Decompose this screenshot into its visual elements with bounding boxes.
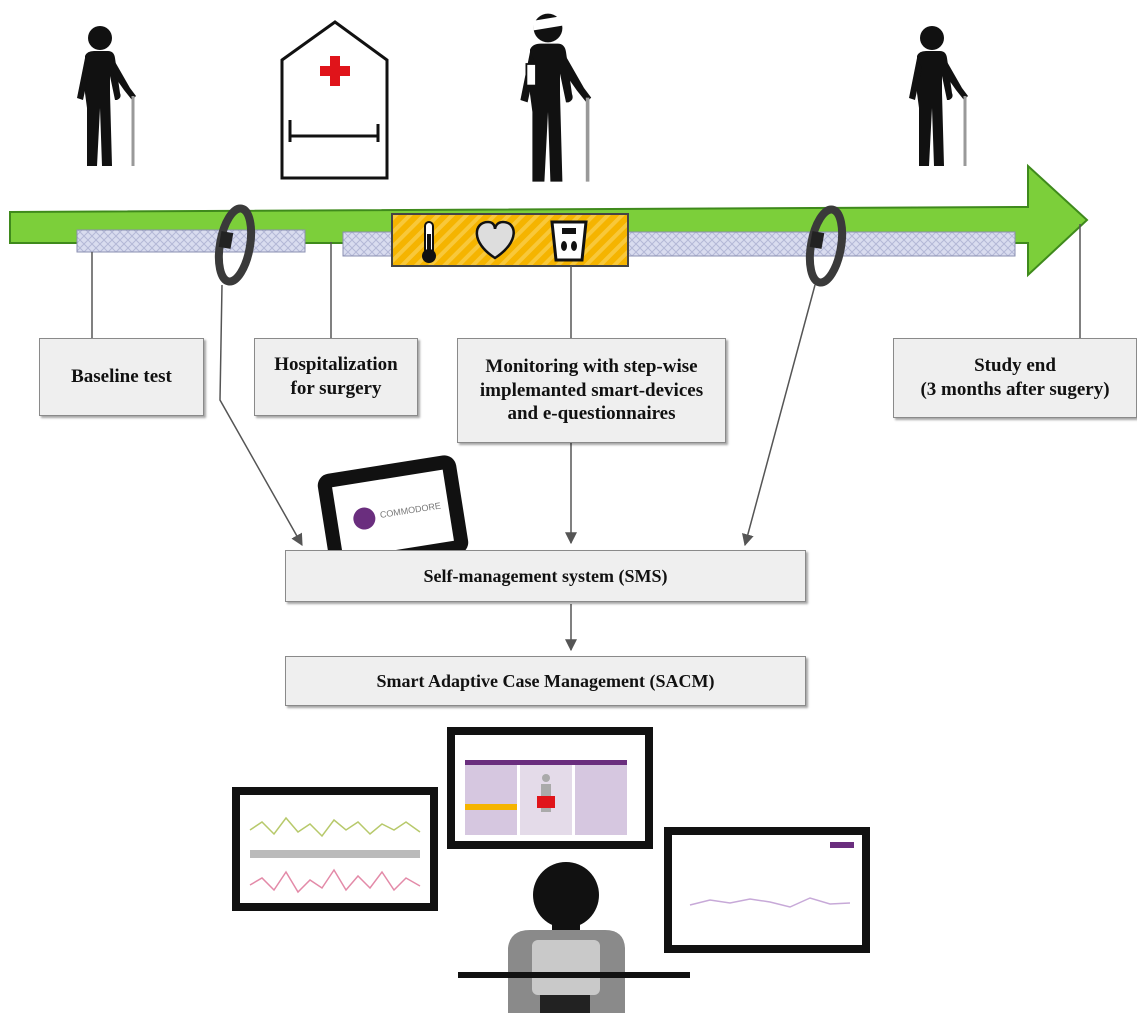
study-end-box: Study end (3 months after sugery) <box>893 338 1137 418</box>
baseline-test-box: Baseline test <box>39 338 204 416</box>
thermometer-icon <box>422 221 436 263</box>
monitoring-label-line1: Monitoring with step-wise <box>485 355 698 377</box>
baseline-phase-bar <box>76 229 306 253</box>
study-end-label-line1: Study end <box>974 355 1056 377</box>
sacm-box: Smart Adaptive Case Management (SACM) <box>285 656 806 706</box>
monitor-icon <box>664 827 870 953</box>
monitor-icon <box>232 787 438 911</box>
hospital-icon <box>280 20 389 180</box>
hospitalization-box: Hospitalization for surgery <box>254 338 418 416</box>
hospitalization-label-line1: Hospitalization <box>274 354 398 376</box>
wristband-icon <box>214 204 256 286</box>
monitoring-label-line2: implemanted smart-devices <box>479 379 704 401</box>
sacm-label: Smart Adaptive Case Management (SACM) <box>376 670 715 691</box>
patient-with-devices-icon <box>518 11 594 184</box>
clinician-icon <box>458 862 690 1013</box>
elderly-person-cane-icon <box>907 24 970 168</box>
study-end-label-line2: (3 months after sugery) <box>920 379 1110 400</box>
smart-device-bar <box>391 213 629 267</box>
flow-arrows <box>219 284 816 652</box>
monitoring-label-line3: and e-questionnaires <box>507 403 676 425</box>
heart-icon <box>475 220 515 260</box>
baseline-test-label: Baseline test <box>71 366 172 388</box>
sms-label: Self-management system (SMS) <box>423 565 668 586</box>
hospitalization-label-line2: for surgery <box>290 378 382 399</box>
wristband-icon <box>805 205 847 287</box>
scale-icon <box>550 220 588 262</box>
connector-lines <box>91 224 1081 338</box>
elderly-person-cane-icon <box>75 24 138 168</box>
monitor-icon <box>447 727 653 849</box>
tablet-icon <box>317 455 469 573</box>
monitoring-box: Monitoring with step-wise implemanted sm… <box>457 338 726 443</box>
sms-box: Self-management system (SMS) <box>285 550 806 602</box>
